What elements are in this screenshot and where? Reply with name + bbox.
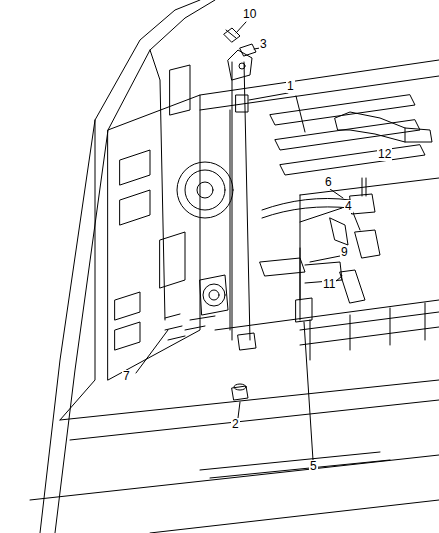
callout-number: 4 — [344, 200, 353, 213]
callout-number: 6 — [324, 176, 333, 189]
callout-number: 1 — [286, 80, 295, 93]
callout-number: 10 — [242, 8, 257, 21]
callout-number: 3 — [259, 38, 268, 51]
callout-number: 7 — [122, 370, 131, 383]
callout-number: 5 — [309, 460, 318, 473]
callout-number: 11 — [322, 278, 336, 291]
callout-number: 2 — [231, 418, 240, 431]
callout-number: 12 — [377, 148, 392, 161]
callout-number: 9 — [340, 246, 349, 259]
